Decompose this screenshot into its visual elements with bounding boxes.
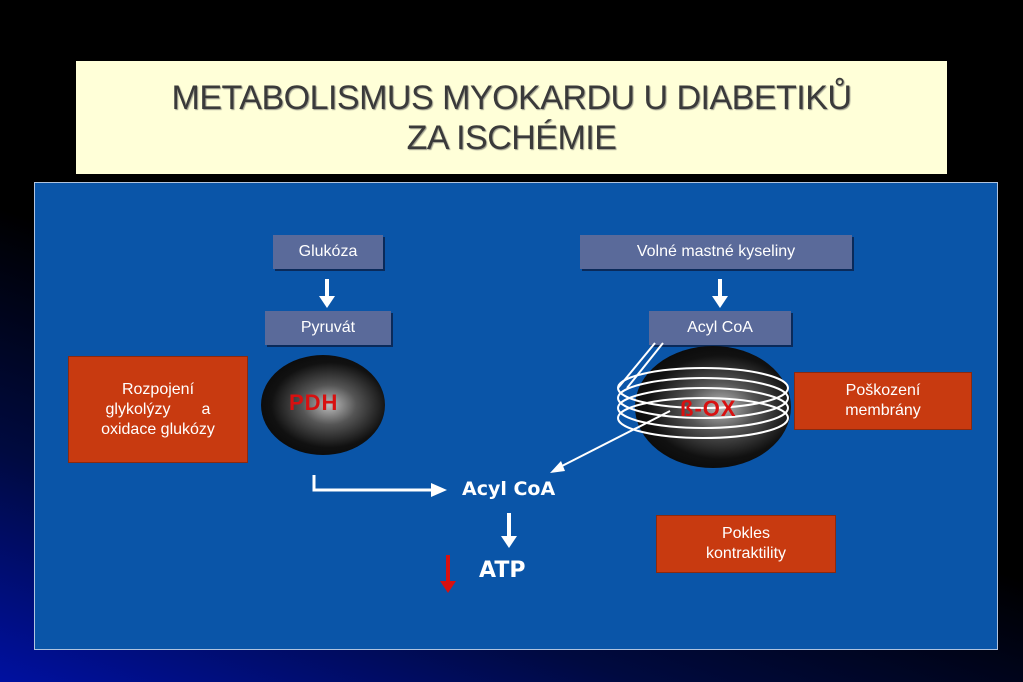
pdh-label: PDH [289, 390, 339, 415]
rozpojeni-line-2: glykolýzy a [105, 400, 211, 418]
arrow-pdh-acylcoa [312, 475, 447, 497]
rozpojeni-line-1: Rozpojení [121, 380, 195, 398]
acyl-coa-top-box: Acyl CoA [649, 311, 791, 345]
poskozeni-line-2: membrány [845, 402, 921, 419]
rozpojeni-line-3: oxidace glukózy [101, 420, 215, 438]
red-down-arrow-icon [440, 555, 456, 593]
poskozeni-line-1: Poškození [845, 382, 921, 399]
title-line-1: METABOLISMUS MYOKARDU U DIABETIKŮ [171, 78, 852, 117]
diagram-panel: Glukóza Volné mastné kyseliny Pyruvát Ac… [34, 182, 998, 650]
pdh-oval [261, 355, 385, 455]
atp-label: ATP [479, 558, 526, 583]
rozpojeni-box: Rozpojení glykolýzy a oxidace glukózy [68, 356, 248, 463]
beta-ox-label: ß-OX [680, 396, 737, 421]
arrow-betaox-acylcoa [550, 410, 671, 473]
arrow-acylcoa-atp [501, 513, 517, 548]
glukoza-box: Glukóza [273, 235, 383, 269]
title-box: METABOLISMUS MYOKARDU U DIABETIKŮ ZA ISC… [76, 61, 947, 174]
pokles-box: Pokles kontraktility [656, 515, 836, 573]
coil-rings-icon [617, 342, 789, 439]
diagram-connectors [312, 279, 789, 593]
arrow-glukoza-pyruvat [319, 279, 335, 308]
arrow-fa-acylcoa [712, 279, 728, 308]
fatty-acids-box: Volné mastné kyseliny [580, 235, 852, 269]
pokles-line-2: kontraktility [705, 545, 787, 562]
title-line-2: ZA ISCHÉMIE [406, 118, 617, 157]
pokles-line-1: Pokles [721, 525, 771, 542]
poskozeni-box: Poškození membrány [794, 372, 972, 430]
pyruvat-box: Pyruvát [265, 311, 391, 345]
acyl-coa-center-label: Acyl CoA [462, 478, 556, 500]
